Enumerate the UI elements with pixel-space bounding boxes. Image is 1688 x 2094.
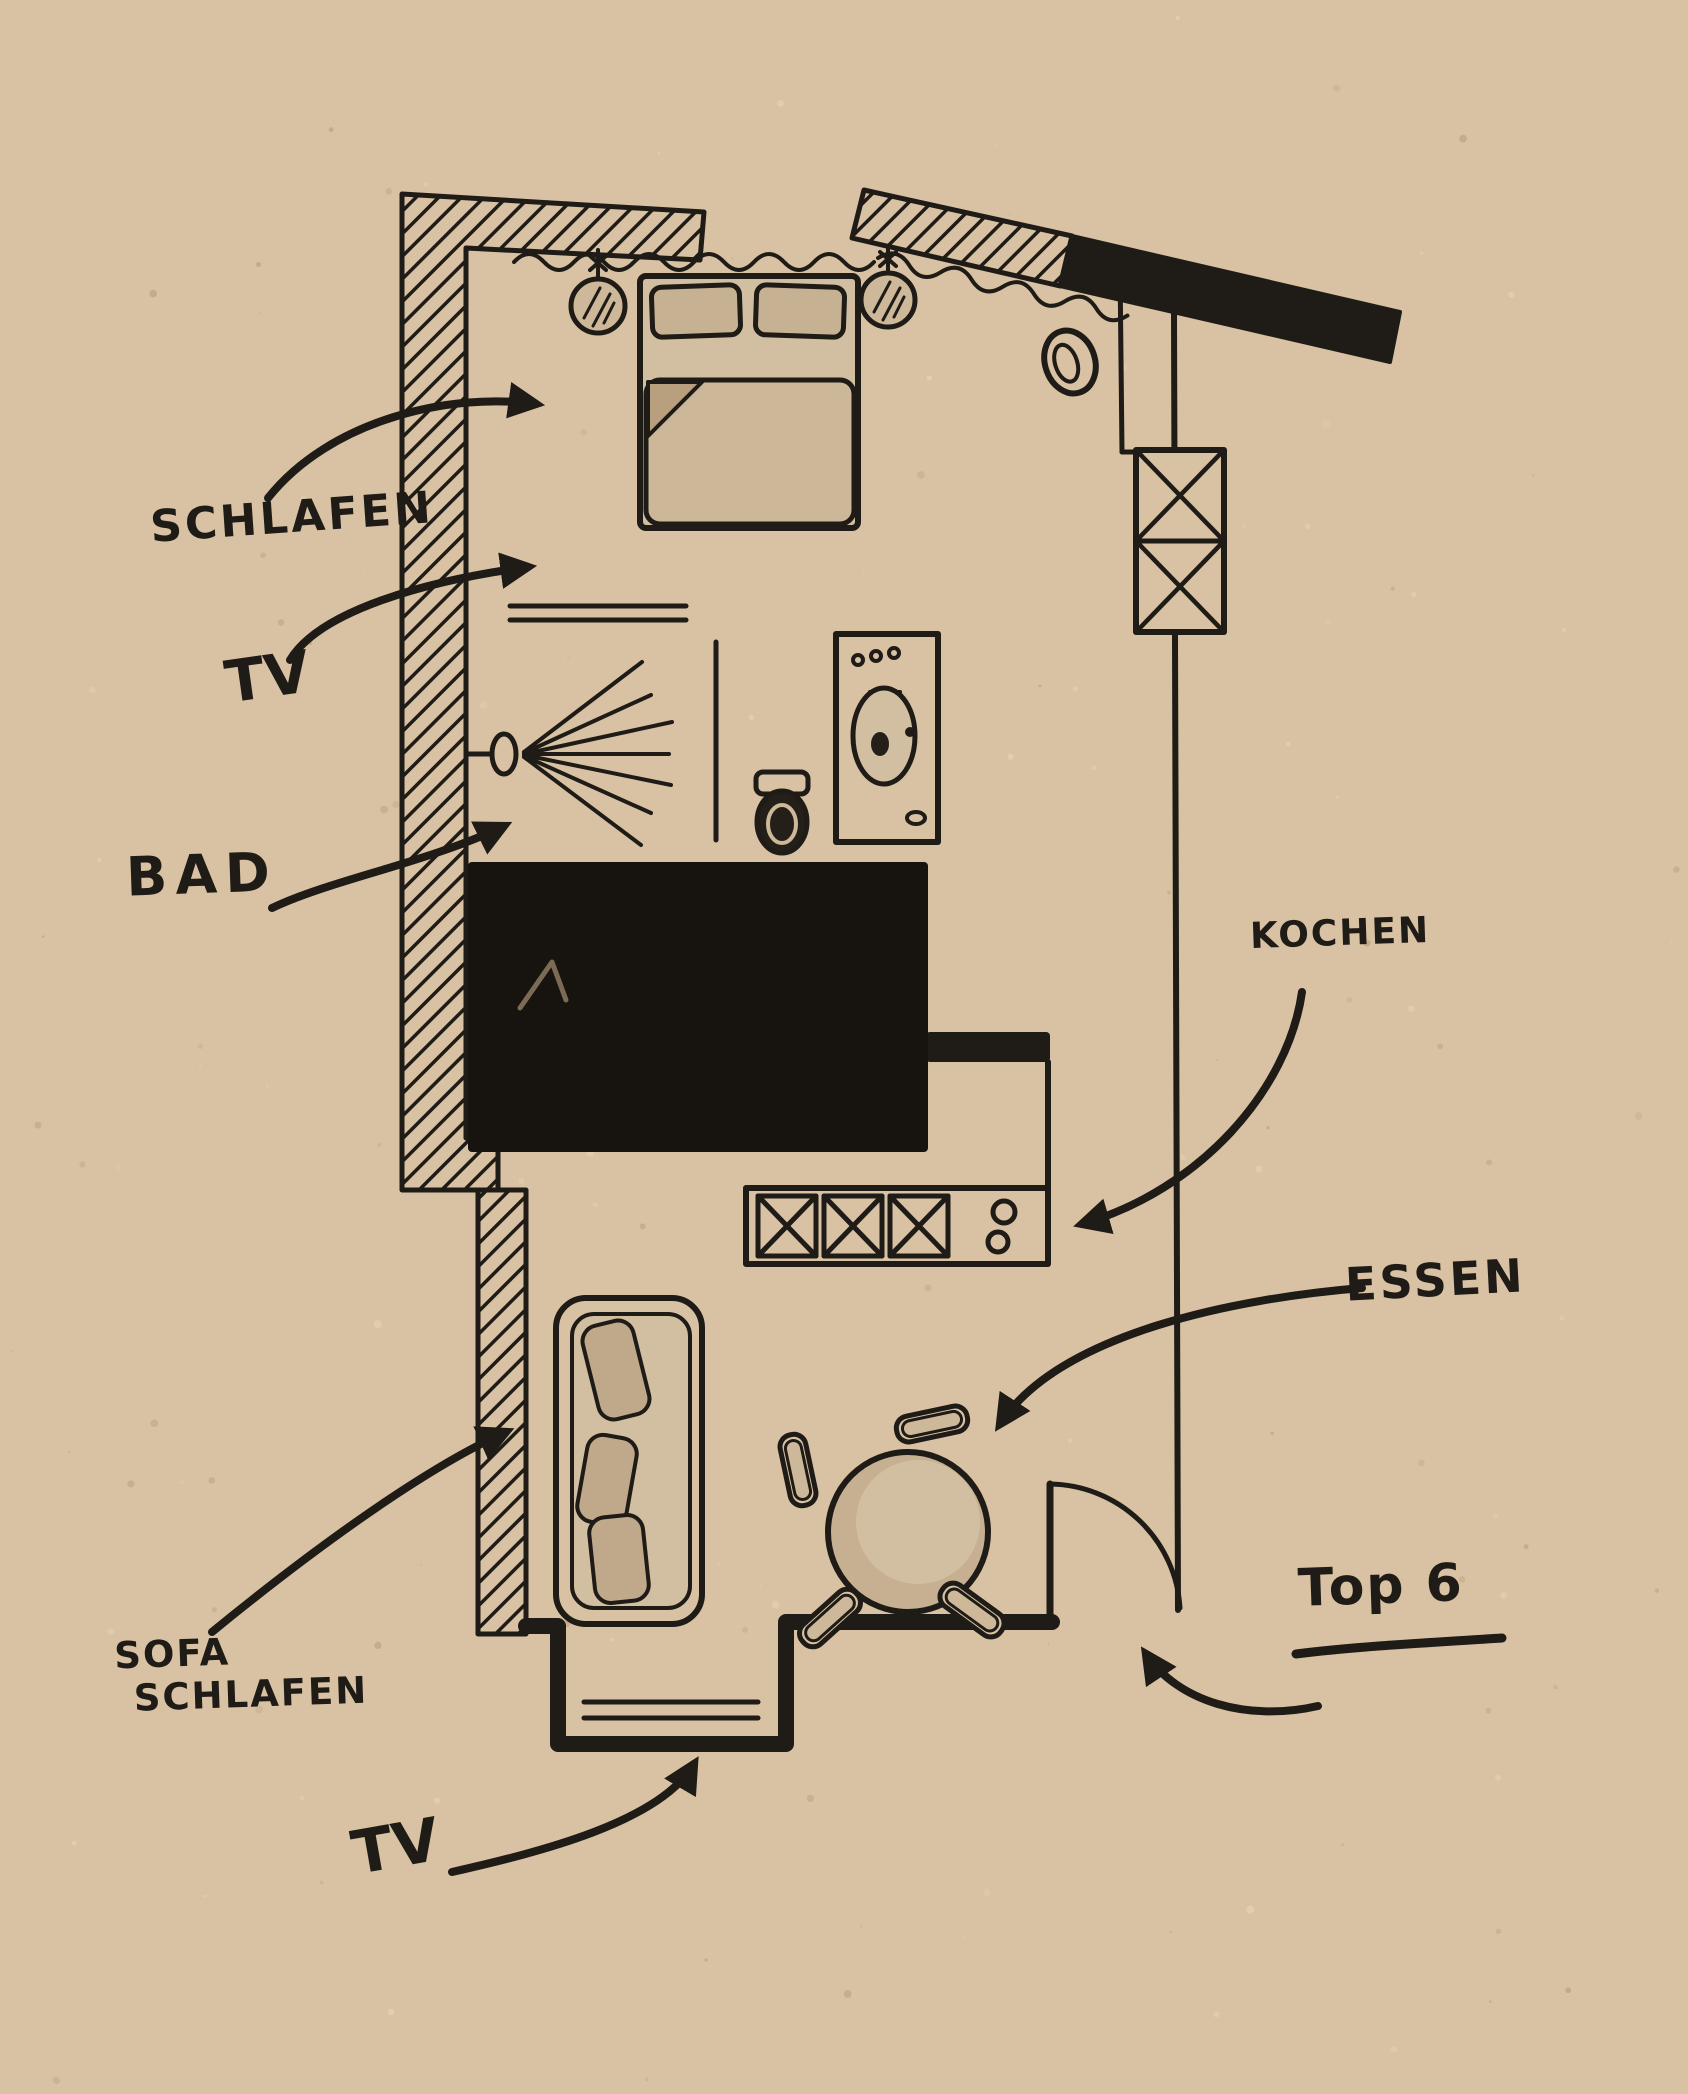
pillow xyxy=(752,282,848,340)
arrow-bad xyxy=(268,821,513,912)
blanket-fold xyxy=(646,380,704,438)
double-bed xyxy=(637,273,861,531)
shower xyxy=(465,660,674,847)
kitchen-counter xyxy=(743,1185,1051,1267)
dark-storage-area xyxy=(468,862,928,1152)
duct-wall xyxy=(1117,263,1125,455)
pillow xyxy=(648,282,744,340)
chair xyxy=(893,1403,971,1445)
tv-sideboard xyxy=(507,603,689,623)
hob-burner xyxy=(990,1198,1018,1226)
chair xyxy=(777,1431,819,1509)
wall-top-and-left xyxy=(399,191,707,1193)
top6-underline xyxy=(1291,1633,1507,1659)
arrow-top6 xyxy=(1140,1646,1322,1716)
wall-lower-left xyxy=(475,1187,529,1637)
bathroom xyxy=(465,631,941,856)
entrance-door xyxy=(1046,1480,1183,1624)
basin-drain xyxy=(871,732,889,756)
arrow-essen xyxy=(994,1284,1366,1432)
tv-niche-sideboard xyxy=(581,1699,761,1721)
annotation-arrows xyxy=(208,381,1507,1876)
cabinet-cell xyxy=(887,1193,951,1259)
sofa-bed xyxy=(553,1295,705,1627)
kitchen-wall-bar xyxy=(926,1032,1050,1062)
dining-table xyxy=(825,1449,991,1615)
washbasin-unit xyxy=(833,631,941,845)
arrow-sofa xyxy=(208,1426,515,1636)
dark-area-mark xyxy=(517,959,569,1011)
cabinet-cell xyxy=(821,1193,885,1259)
sofa-cushion xyxy=(587,1512,651,1606)
arrow-schlafen xyxy=(264,381,546,502)
toilet xyxy=(753,769,811,856)
wardrobe xyxy=(1133,447,1227,635)
chair xyxy=(796,1586,864,1650)
sofa-cushion xyxy=(580,1318,652,1422)
walls xyxy=(399,187,1402,1752)
pendant-lamp-right xyxy=(858,246,918,330)
door-swing-arc xyxy=(1047,1481,1183,1611)
arrow-tv-bottom xyxy=(448,1756,699,1876)
arrow-kochen xyxy=(1073,988,1306,1235)
wall-lamp xyxy=(1041,327,1099,397)
blanket xyxy=(643,377,857,527)
curtain-wave-right xyxy=(876,251,1130,323)
wall-bottom-with-niche xyxy=(518,1614,1060,1752)
cabinet-cell xyxy=(755,1193,819,1259)
hob-burner xyxy=(985,1229,1011,1255)
chair xyxy=(937,1580,1007,1640)
curtain-wave-top xyxy=(512,252,876,272)
pendant-lamp-left xyxy=(568,248,628,336)
faucet-dot xyxy=(905,727,915,737)
bedroom xyxy=(507,246,1227,635)
arrow-tv-top xyxy=(286,552,538,664)
wall-angled-solid xyxy=(1058,234,1402,364)
living-room xyxy=(553,1295,1007,1721)
